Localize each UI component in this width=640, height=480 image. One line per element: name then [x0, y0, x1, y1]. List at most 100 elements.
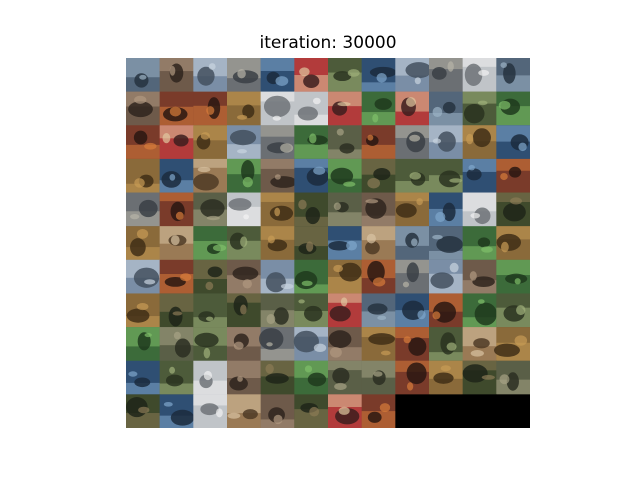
sample-tile	[361, 259, 396, 294]
sample-tile	[227, 91, 262, 126]
sample-tile	[227, 158, 262, 194]
sample-tile	[395, 125, 430, 160]
sample-tile	[395, 192, 430, 227]
sample-tile	[429, 360, 464, 395]
sample-tile	[328, 259, 363, 294]
sample-tile	[361, 125, 396, 160]
sample-tile	[395, 360, 430, 395]
sample-tile	[496, 259, 530, 294]
sample-tile	[462, 259, 497, 294]
sample-tile	[429, 192, 464, 227]
figure-title: iteration: 30000	[259, 33, 397, 53]
empty-tile	[462, 394, 497, 428]
sample-tile	[395, 293, 430, 328]
sample-tile	[328, 158, 363, 194]
sample-tile	[193, 158, 228, 194]
sample-tile	[193, 327, 228, 362]
sample-tile	[126, 58, 161, 93]
sample-tile	[496, 360, 530, 395]
sample-tile	[328, 58, 363, 93]
sample-tile	[159, 158, 194, 194]
sample-tile	[159, 226, 194, 261]
sample-tile	[429, 327, 464, 362]
sample-tile	[260, 192, 295, 227]
sample-tile	[328, 91, 363, 126]
sample-tile	[395, 259, 430, 294]
sample-tile	[395, 327, 430, 362]
sample-tile	[159, 91, 194, 126]
sample-tile	[462, 226, 497, 261]
sample-tile	[328, 360, 363, 395]
sample-tile	[462, 158, 497, 194]
sample-tile	[126, 394, 161, 428]
sample-tile	[429, 226, 464, 261]
sample-tile	[260, 226, 295, 261]
sample-tile	[496, 192, 530, 227]
sample-tile	[126, 259, 161, 294]
sample-tiles-canvas	[126, 58, 530, 428]
sample-tile	[328, 125, 363, 160]
sample-tile	[159, 58, 194, 93]
sample-tile	[294, 360, 329, 395]
sample-tile	[126, 192, 161, 227]
sample-tile	[361, 158, 396, 194]
sample-tile	[496, 58, 530, 93]
sample-tile	[260, 293, 295, 328]
sample-tile	[361, 394, 396, 428]
empty-tile	[496, 394, 530, 428]
sample-tile	[293, 327, 329, 362]
sample-tile	[159, 125, 194, 160]
sample-tile	[227, 58, 262, 93]
sample-tile	[260, 158, 297, 194]
sample-tile	[227, 192, 262, 227]
sample-tile	[361, 293, 396, 328]
sample-tile	[159, 327, 194, 362]
sample-tile	[496, 158, 530, 194]
sample-tile	[294, 91, 329, 126]
sample-tile	[361, 192, 396, 227]
sample-tile	[227, 327, 262, 362]
sample-tile	[462, 360, 497, 395]
sample-tile	[227, 125, 262, 160]
sample-tile	[328, 327, 363, 362]
sample-tile	[462, 58, 497, 93]
sample-tile	[493, 327, 530, 362]
sample-tile	[429, 259, 464, 294]
sample-tile	[294, 394, 329, 428]
sample-tile	[126, 91, 161, 126]
sample-tile	[126, 327, 161, 362]
sample-tile	[328, 192, 363, 227]
sample-tile	[159, 360, 194, 395]
generated-samples-grid	[126, 58, 530, 428]
sample-tile	[429, 91, 464, 126]
sample-tile	[429, 293, 464, 328]
sample-tile	[126, 125, 161, 160]
sample-tile	[361, 58, 397, 93]
sample-tile	[227, 226, 262, 261]
sample-tile	[429, 58, 464, 93]
sample-tile	[159, 293, 194, 328]
sample-tile	[429, 158, 464, 194]
sample-tile	[429, 125, 464, 160]
sample-tile	[126, 226, 161, 261]
sample-tile	[260, 394, 295, 428]
sample-tile	[260, 58, 295, 93]
sample-tile	[462, 192, 497, 227]
sample-tile	[126, 158, 161, 194]
sample-tile	[193, 394, 228, 428]
sample-tile	[193, 91, 228, 126]
sample-tile	[395, 91, 430, 126]
sample-tile	[193, 293, 228, 328]
sample-tile	[462, 293, 497, 328]
sample-tile	[193, 360, 228, 395]
sample-tile	[126, 360, 161, 395]
sample-tile	[193, 125, 228, 160]
sample-tile	[361, 226, 396, 261]
sample-tile	[227, 394, 262, 428]
sample-tile	[227, 360, 262, 395]
sample-tile	[294, 293, 329, 328]
sample-tile	[260, 125, 295, 160]
sample-tile	[193, 226, 228, 261]
sample-tile	[260, 91, 295, 126]
sample-tile	[227, 293, 262, 328]
